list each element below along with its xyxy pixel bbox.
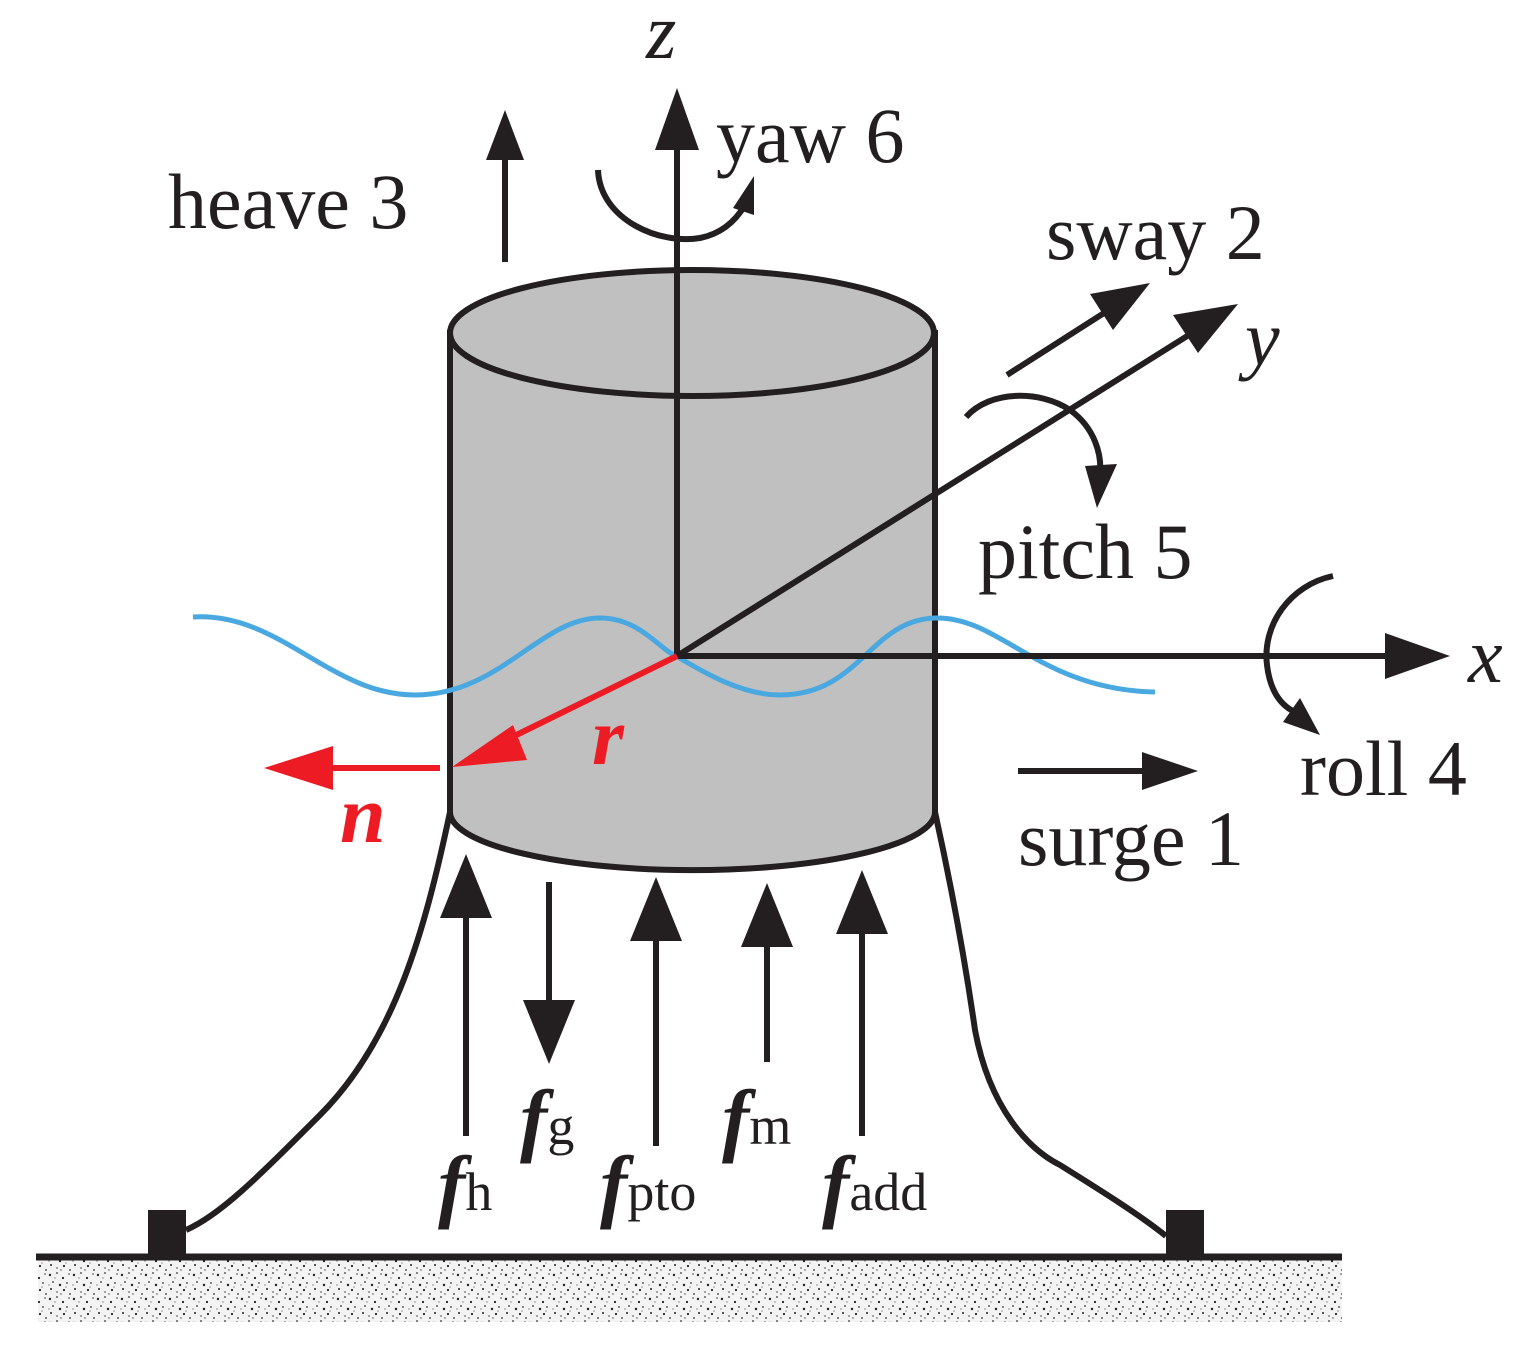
left-anchor xyxy=(148,1210,186,1258)
y-axis-label: y xyxy=(1238,295,1280,382)
force-arrow-g xyxy=(523,882,575,1064)
sway-arrow xyxy=(1005,283,1150,378)
x-axis-label: x xyxy=(1467,612,1503,699)
roll-label: roll 4 xyxy=(1300,725,1467,812)
right-mooring-line xyxy=(932,811,1168,1239)
z-axis xyxy=(655,88,699,656)
sway-label: sway 2 xyxy=(1046,189,1265,276)
cylinder-body xyxy=(447,267,938,874)
force-arrow-pto xyxy=(630,877,682,1146)
heave-arrow xyxy=(486,110,524,262)
pitch-label: pitch 5 xyxy=(978,508,1192,595)
force-label-pto: fpto xyxy=(600,1139,696,1230)
force-arrow-add xyxy=(836,870,888,1136)
r-vector-label: r xyxy=(592,691,625,782)
force-label-g: fg xyxy=(520,1073,574,1164)
force-arrow-m xyxy=(741,883,793,1062)
yaw-rotation-arrow xyxy=(595,169,754,243)
surge-label: surge 1 xyxy=(1018,795,1244,882)
force-label-h: fh xyxy=(438,1139,492,1230)
y-axis xyxy=(675,304,1238,659)
surge-arrow xyxy=(1018,752,1198,790)
heave-label: heave 3 xyxy=(168,158,408,245)
force-label-add: fadd xyxy=(822,1139,927,1230)
right-anchor xyxy=(1166,1210,1204,1258)
pitch-rotation-arrow xyxy=(963,392,1117,508)
z-axis-label: z xyxy=(645,0,676,75)
left-mooring-line xyxy=(184,811,453,1233)
force-label-m: fm xyxy=(722,1073,791,1164)
x-axis xyxy=(677,633,1450,679)
seabed xyxy=(36,1253,1342,1322)
yaw-label: yaw 6 xyxy=(716,92,904,179)
n-vector-label: n xyxy=(340,769,386,860)
roll-rotation-arrow xyxy=(1263,573,1334,735)
r-vector xyxy=(452,653,679,767)
n-vector xyxy=(264,746,440,790)
force-arrow-h xyxy=(440,854,492,1136)
